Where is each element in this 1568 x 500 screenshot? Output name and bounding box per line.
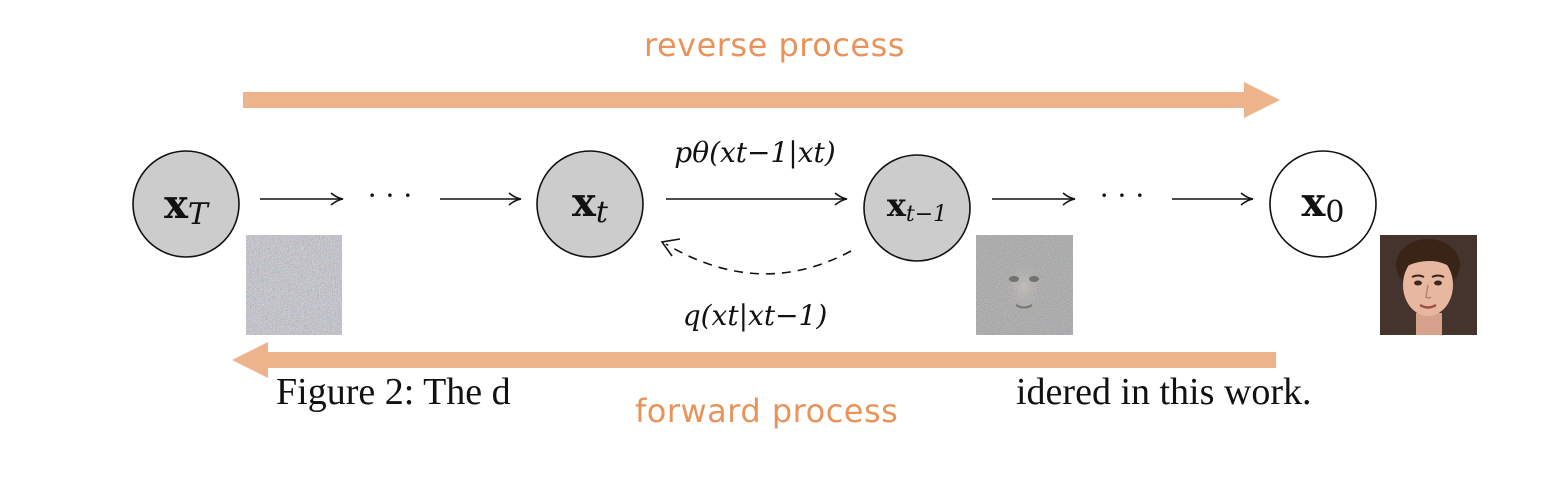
figure-caption-right: idered in this work. — [1016, 371, 1312, 413]
face-image-icon — [1380, 235, 1477, 335]
svg-text:xt−1: xt−1 — [887, 186, 947, 227]
reverse-process-label: reverse process — [644, 26, 905, 64]
forward-process-label: forward process — [635, 392, 899, 430]
figure-caption-left: Figure 2: The d — [276, 371, 511, 413]
svg-text:xt: xt — [572, 179, 609, 230]
svg-text:x0: x0 — [1302, 179, 1345, 230]
partial-face-image-icon — [976, 235, 1073, 335]
reverse-process-arrow — [243, 82, 1280, 118]
ellipsis-right: · · · — [1100, 179, 1145, 212]
svg-text:xT: xT — [164, 181, 210, 232]
p-theta-label: pθ(xt−1|xt) — [674, 136, 835, 169]
chain-arrows: · · · · · · — [260, 179, 1254, 212]
node-xT: xT — [132, 150, 240, 258]
noise-image-icon — [246, 235, 342, 335]
ellipsis-left: · · · — [368, 179, 413, 212]
node-xt: xt — [536, 150, 644, 258]
forward-process-arrow — [232, 342, 1276, 378]
node-xt-minus-1: xt−1 — [863, 154, 971, 262]
q-dashed-arrow — [660, 238, 852, 275]
node-x0: x0 — [1269, 150, 1377, 258]
q-label: q(xt|xt−1) — [683, 299, 828, 332]
